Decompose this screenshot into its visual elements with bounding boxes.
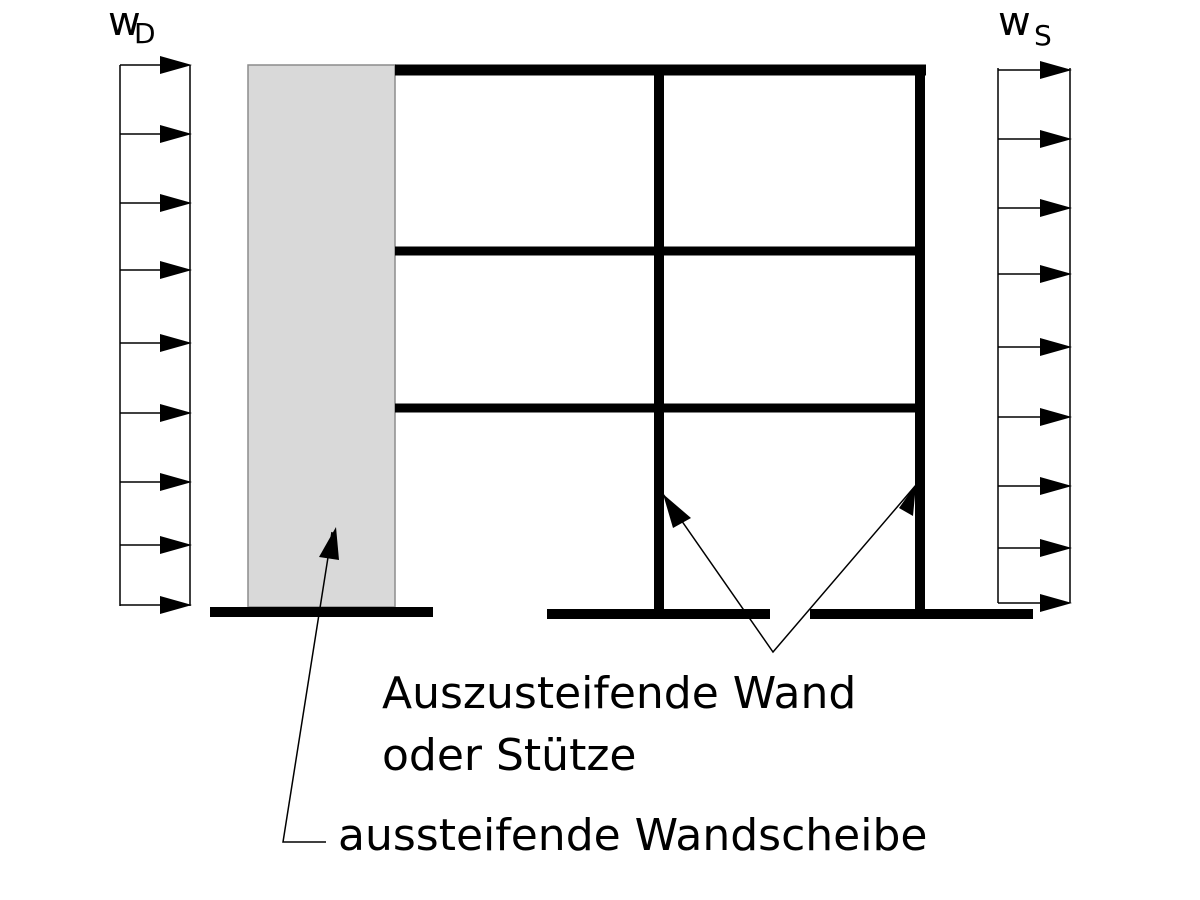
wind-load-left-arrow-head [160,261,192,279]
leader-arrowhead-right-column [899,484,916,516]
wind-load-left-arrow-head [160,536,192,554]
label-braced-member-line2: oder Stütze [382,730,636,781]
shear-wall [247,64,396,608]
wind-load-left-arrow-head [160,194,192,212]
wind-load-right-arrow-head [1040,130,1072,148]
wind-load-right-arrows [998,61,1072,612]
wind-load-left-arrow-head [160,404,192,422]
load-subscript-right: S [1034,19,1052,52]
wind-load-left-arrow-head [160,56,192,74]
leader-braced-members [662,484,917,654]
wind-load-right-arrow-head [1040,61,1072,79]
wind-load-left [119,56,192,614]
foundations [210,607,1033,619]
load-label-left: w D [108,0,156,50]
wind-load-right-arrow-head [1040,539,1072,557]
leader-arrowhead-middle-column [663,494,691,528]
wind-load-right-arrow-head [1040,338,1072,356]
wind-load-left-arrow-head [160,473,192,491]
wind-load-right-arrow-head [1040,265,1072,283]
wind-load-right-arrow-head [1040,477,1072,495]
label-shear-wall: aussteifende Wandscheibe [338,810,927,861]
wind-load-left-arrows [120,56,192,614]
load-subscript-left: D [134,17,156,50]
wind-load-right-arrow-head [1040,408,1072,426]
frame [395,64,926,612]
load-symbol-right: w [998,0,1031,45]
leader-arrowhead-shear-wall [319,527,339,560]
wind-load-right-arrow-head [1040,199,1072,217]
wind-load-right-arrow-head [1040,594,1072,612]
label-braced-member-line1: Auszusteifende Wand [382,668,856,719]
leader-line-shear-wall [282,531,333,843]
load-symbol-left: w [108,0,141,45]
leader-line-braced-members [662,484,917,654]
wind-load-left-arrow-head [160,596,192,614]
leader-shear-wall [282,527,339,843]
wind-load-left-arrow-head [160,125,192,143]
wind-load-right [997,61,1072,612]
load-label-right: w S [998,0,1052,52]
wind-load-left-arrow-head [160,334,192,352]
